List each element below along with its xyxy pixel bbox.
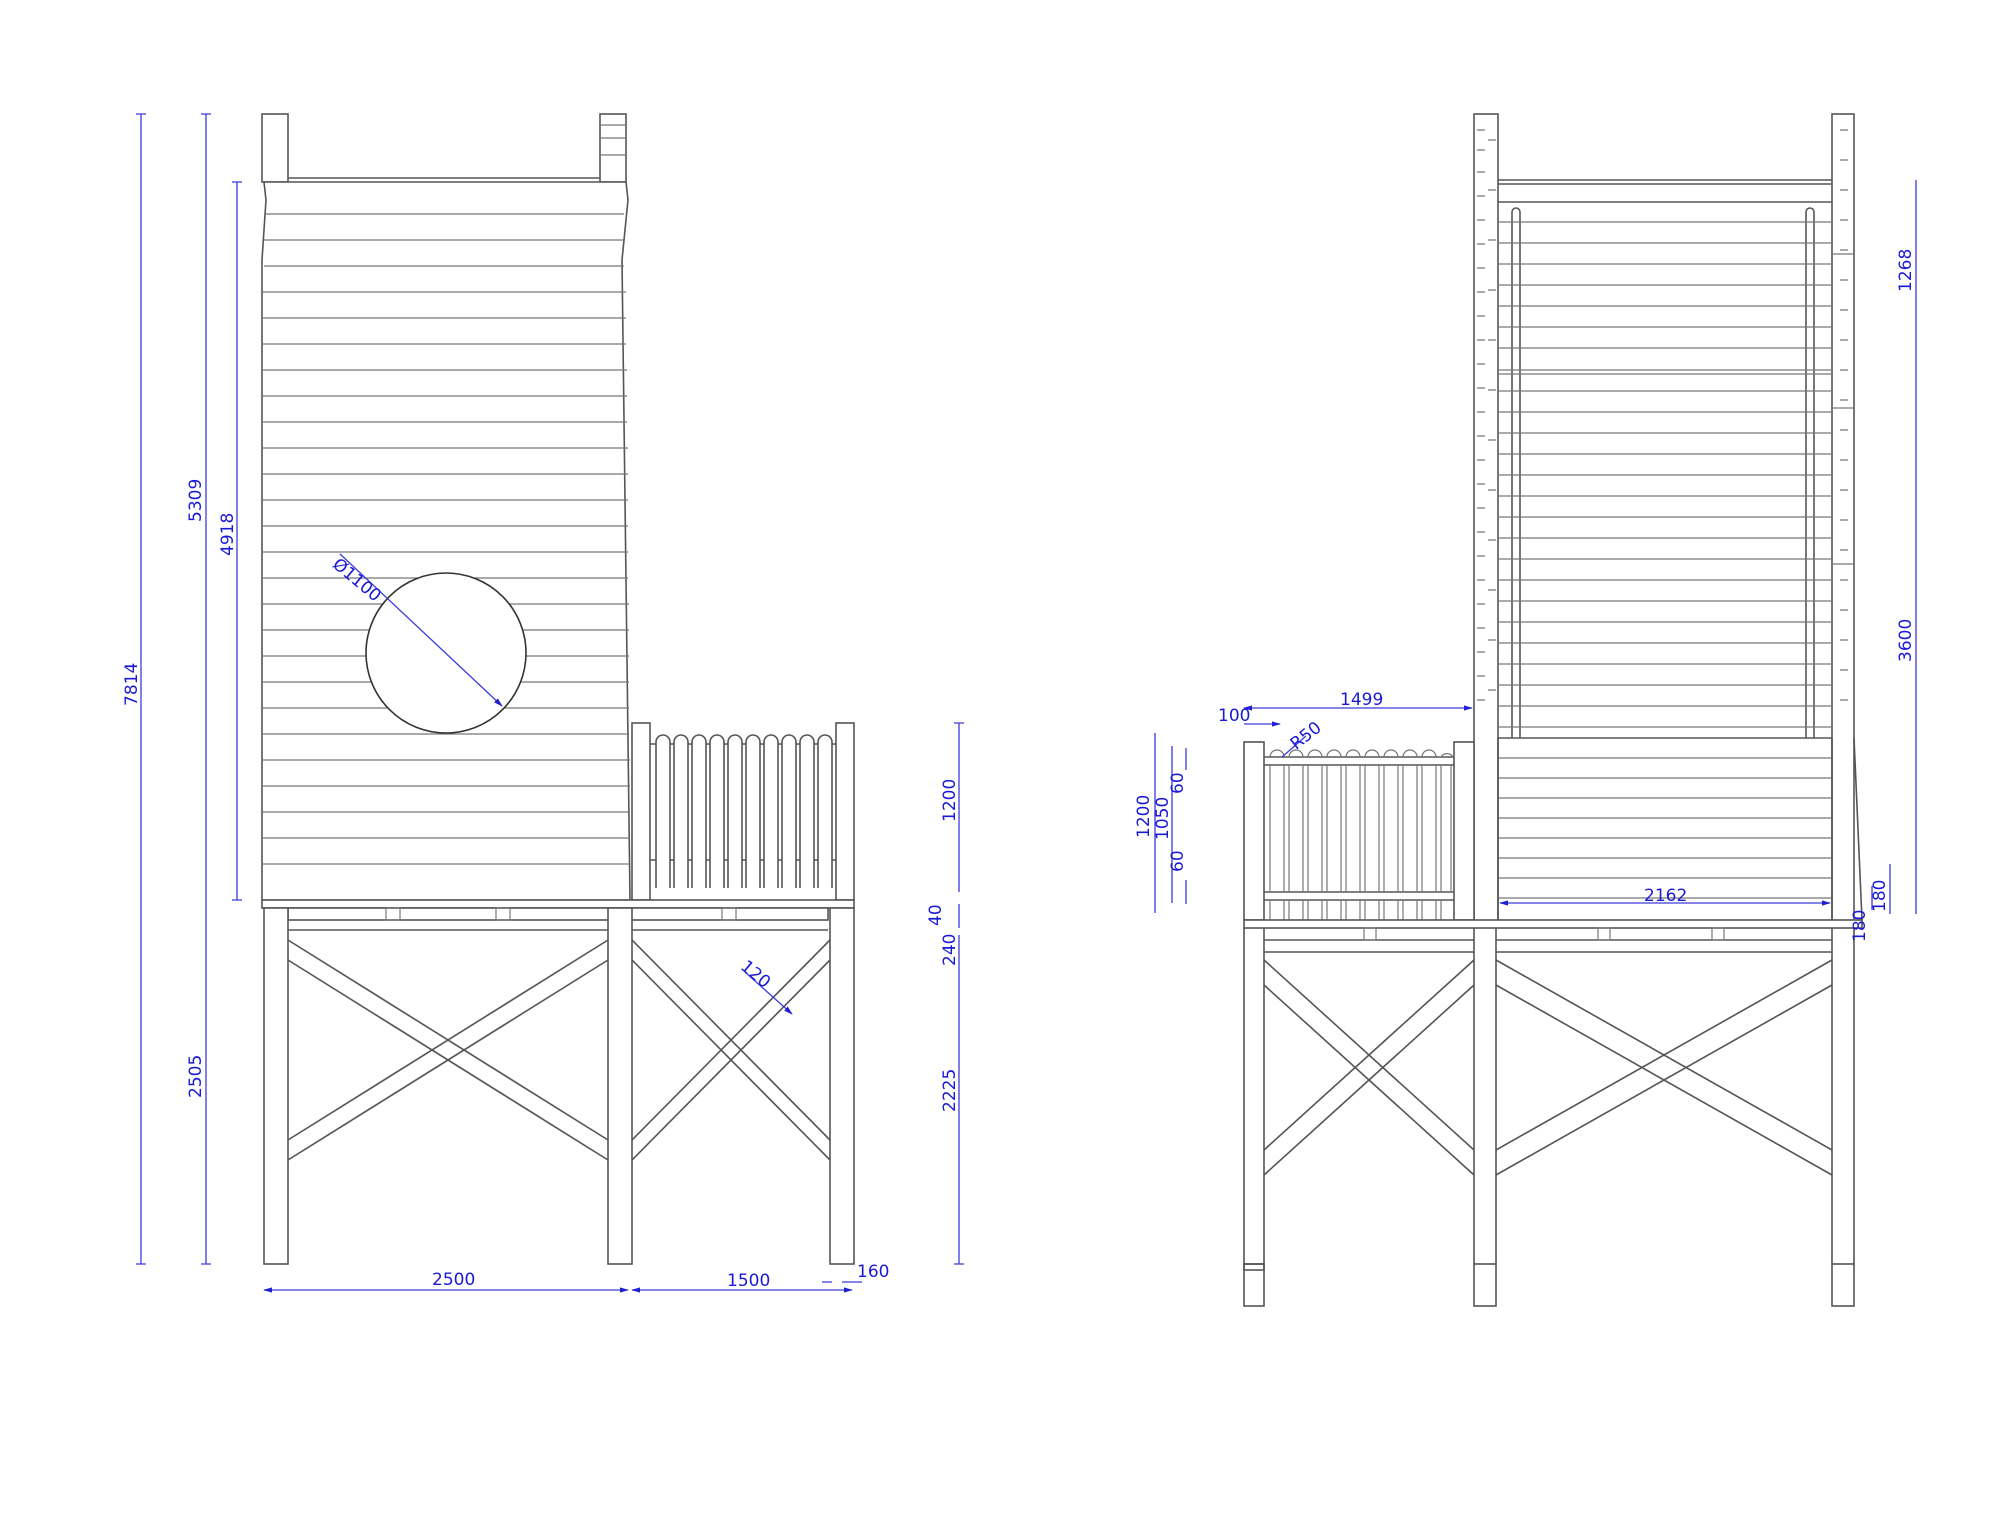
- dim-rail-height: 1200: [940, 778, 960, 822]
- tall-post-right: [1831, 113, 1855, 925]
- porch-post-left: [631, 722, 651, 901]
- tall-post-left: [1473, 113, 1499, 925]
- footing-3: [1831, 1263, 1855, 1307]
- dim-rail-offset: 1499: [1340, 690, 1384, 710]
- dim-upper-panel: 1268: [1896, 248, 1916, 292]
- footing-2: [1473, 1263, 1497, 1307]
- dim-deck-beam: 240: [940, 933, 960, 966]
- leg-3: [829, 907, 855, 1265]
- front-cross-braces: [1263, 959, 1833, 1176]
- front-porch-post-left: [1243, 741, 1265, 921]
- dim-lower-panel: 3600: [1896, 618, 1916, 662]
- cabin-wall: [261, 181, 631, 901]
- dim-rail-top-gap: 60: [1168, 772, 1188, 794]
- ladder-rail-left: [1511, 207, 1521, 738]
- dim-main-width: 2500: [432, 1270, 476, 1290]
- cross-braces-right: [631, 939, 831, 1161]
- dim-overall-height: 7814: [122, 662, 142, 706]
- dim-post-width: 160: [857, 1262, 890, 1282]
- dim-inner-width: 2162: [1644, 886, 1688, 906]
- ladder-rungs-left: [1477, 129, 1496, 701]
- side-elevation-view: [136, 113, 964, 1293]
- deck-floor: [261, 899, 855, 909]
- cross-braces-left: [287, 939, 609, 1161]
- front-pickets: [1264, 749, 1454, 920]
- leg-1: [263, 907, 289, 1265]
- dim-base-gap-b: 180: [1850, 909, 1870, 942]
- dim-deck-to-ground: 2505: [186, 1054, 206, 1098]
- dim-post-to-deck: 5309: [186, 478, 206, 522]
- ladder-rail-right: [1805, 207, 1815, 738]
- left-top-post: [261, 113, 289, 183]
- leg-2: [607, 907, 633, 1265]
- wall-siding: [263, 213, 630, 865]
- porch-post-right: [835, 722, 855, 901]
- dim-picket-offset: 100: [1218, 706, 1251, 726]
- dim-wall-height: 4918: [218, 512, 238, 556]
- dim-base-gap-a: 180: [1870, 879, 1890, 912]
- dim-porch-width: 1500: [727, 1271, 771, 1291]
- front-porch-post-right: [1453, 741, 1475, 921]
- dim-rail-gap: 40: [926, 904, 946, 926]
- dim-rail-total-height: 1200: [1134, 794, 1154, 838]
- right-top-post: [599, 113, 627, 183]
- dim-rail-bottom-gap: 60: [1168, 850, 1188, 872]
- dim-leg-height: 2225: [940, 1068, 960, 1112]
- front-deck-floor: [1243, 919, 1863, 929]
- front-panel-slats: [1498, 221, 1832, 899]
- dim-rail-inner-height: 1050: [1153, 796, 1173, 840]
- porch-pickets: [650, 734, 836, 888]
- front-elevation-view: [1154, 113, 1917, 1307]
- deck-beam: [287, 907, 829, 921]
